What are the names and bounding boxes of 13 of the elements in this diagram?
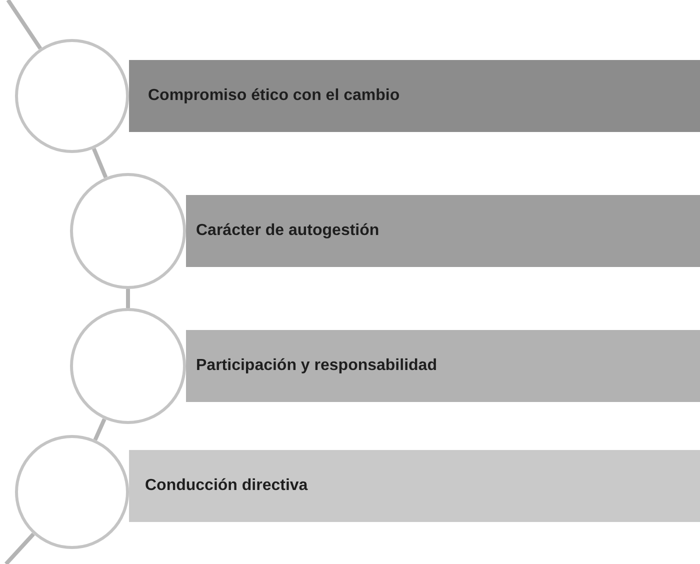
list-bar	[186, 330, 700, 402]
connector-line	[126, 289, 130, 308]
connector-line	[92, 148, 108, 178]
item-label: Conducción directiva	[145, 477, 308, 495]
item-label: Participación y responsabilidad	[196, 357, 437, 375]
item-label: Carácter de autogestión	[196, 222, 380, 240]
list-bar	[129, 60, 700, 132]
connector-line	[6, 0, 42, 50]
list-bar	[186, 195, 700, 267]
item-label: Compromiso ético con el cambio	[148, 87, 400, 105]
connector-line	[4, 532, 35, 564]
list-bar	[129, 450, 700, 522]
connector-line	[93, 418, 106, 441]
